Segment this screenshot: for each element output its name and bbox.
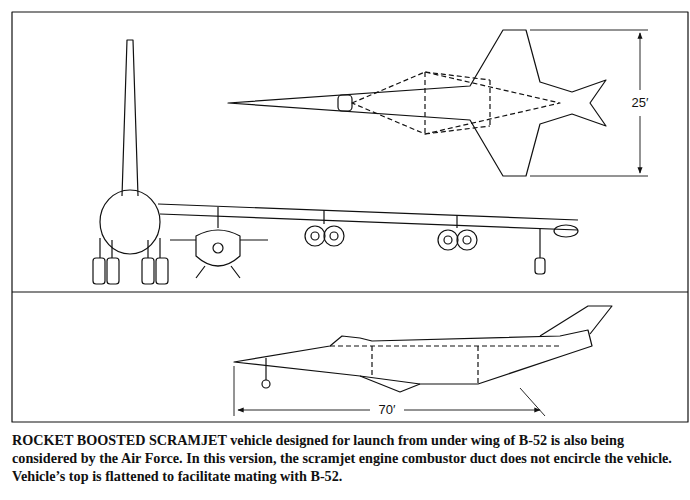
length-dimension-part — [234, 366, 235, 416]
scramjet-plan-view — [228, 30, 606, 176]
scramjet-plan-view-part — [425, 72, 490, 80]
scramjet-side-view-part — [540, 306, 612, 336]
scramjet-front-view — [170, 207, 268, 278]
scramjet-front-view-part — [217, 207, 218, 228]
scramjet-front-view-part — [196, 266, 240, 278]
engine-pods-part — [444, 236, 452, 244]
dimension-label: 25′ — [630, 96, 651, 110]
b52-front-view-part — [158, 204, 578, 230]
drawing-frame-part — [12, 291, 688, 292]
b52-front-view-part — [100, 190, 160, 254]
scramjet-side-view-part — [262, 380, 270, 388]
scramjet-side-view-part — [234, 330, 592, 384]
engine-pods-part — [324, 210, 457, 228]
length-dimension-part — [404, 410, 540, 411]
length-dimension-part — [238, 410, 370, 411]
b52-front-view-part — [539, 228, 540, 258]
span-dimension-part — [530, 30, 648, 31]
drawing-frame-part — [12, 12, 688, 422]
b52-front-view-part — [107, 258, 119, 284]
scramjet-plan-view-part — [338, 95, 352, 111]
span-dimension-part — [640, 116, 641, 173]
length-dimension-part — [520, 388, 545, 416]
scramjet-plan-view-part — [489, 80, 490, 126]
scramjet-plan-view-part — [425, 126, 490, 134]
drawing-frame — [12, 12, 688, 422]
scramjet-side-view-part — [360, 376, 420, 392]
span-dimension-part — [530, 176, 648, 177]
scramjet-side-view — [234, 306, 612, 392]
scramjet-plan-view-part — [228, 30, 606, 176]
b52-front-view-part — [554, 225, 578, 237]
engine-pods-part — [324, 226, 344, 246]
b52-front-view-part — [535, 258, 545, 274]
scramjet-side-view-part — [372, 346, 478, 384]
dimension-label: 70′ — [377, 403, 398, 417]
scramjet-side-view-part — [330, 345, 560, 346]
scramjet-front-view-part — [213, 243, 223, 253]
figure-caption: ROCKET BOOSTED SCRAMJET vehicle designed… — [12, 431, 684, 485]
scramjet-plan-view-part — [424, 72, 425, 134]
engine-pods-part — [457, 230, 477, 250]
scramjet-side-view-part — [265, 358, 266, 380]
b52-front-view-part — [142, 258, 154, 284]
engine-pods-part — [311, 232, 319, 240]
span-dimension-part — [640, 33, 641, 90]
b52-front-view-part — [122, 40, 138, 196]
b52-front-view-part — [100, 238, 160, 258]
scramjet-plan-view-part — [352, 72, 560, 134]
scramjet-front-view-part — [196, 230, 240, 266]
b52-front-view-part — [156, 258, 168, 284]
engine-pods — [305, 210, 477, 250]
scramjet-front-view-part — [170, 239, 268, 240]
engine-pods-part — [438, 230, 458, 250]
engine-pods-part — [330, 232, 338, 240]
b52-front-view-part — [93, 258, 105, 284]
b52-front-view — [93, 40, 578, 284]
engine-pods-part — [305, 226, 325, 246]
engine-pods-part — [463, 236, 471, 244]
